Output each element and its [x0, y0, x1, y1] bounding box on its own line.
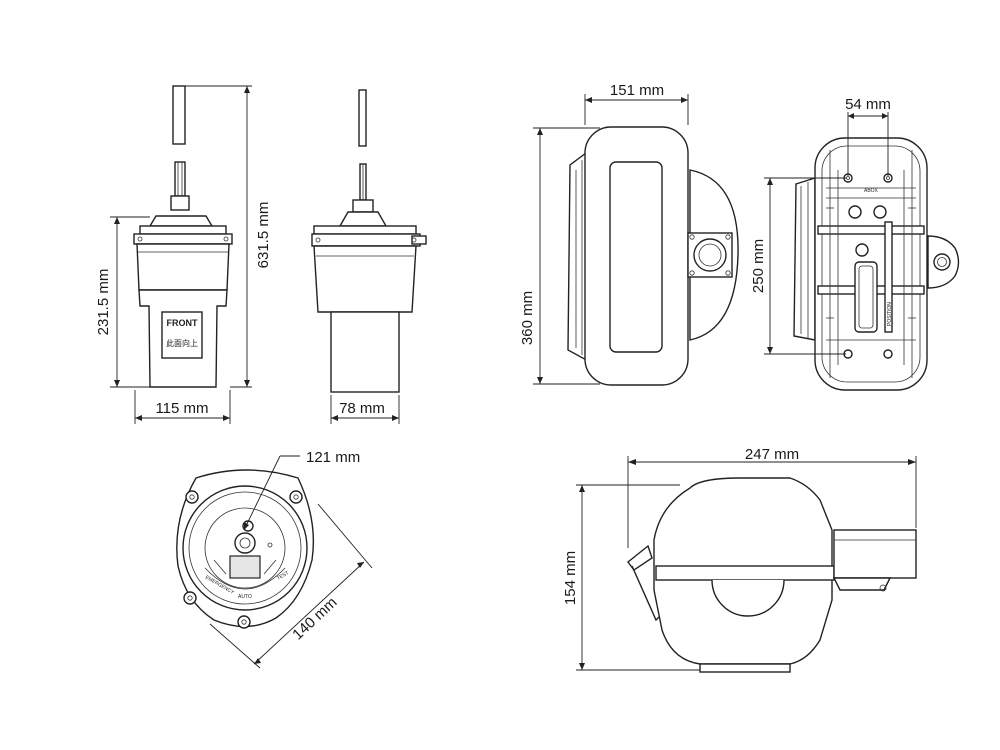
dim-profile-length: 247 mm — [745, 446, 799, 463]
mode-label-test: TEST — [276, 570, 290, 582]
dim-front-width: 115 mm — [155, 400, 208, 417]
side-upper-body — [313, 245, 417, 313]
round-view: EMERGENCY AUTO TEST 121 mm 140 mm — [176, 449, 373, 669]
dim-total-height: 631.5 mm — [255, 202, 272, 269]
antenna-tip — [172, 85, 186, 145]
profile-view: 247 mm 154 mm — [562, 446, 917, 673]
front-label-text: FRONT — [167, 318, 198, 328]
side-view: 78 mm — [311, 89, 427, 424]
side-top-cap — [338, 211, 388, 227]
round-ear-b — [237, 615, 251, 629]
side-flange — [311, 233, 421, 247]
antenna-mast — [174, 161, 186, 197]
profile-dome — [711, 579, 785, 617]
front-top-cap — [148, 215, 214, 227]
front-label-cjk: 此面向上 — [166, 338, 198, 348]
side-lower-body — [330, 311, 400, 393]
base-text-abox: ABOX — [864, 188, 879, 194]
dim-base-hole-spacing: 54 mm — [845, 96, 891, 113]
base-text-position: POSITION — [887, 302, 893, 326]
front-view: FRONT 此面向上 115 mm 231.5 mm 631.5 mm — [95, 85, 272, 424]
top-window — [609, 161, 663, 353]
round-ear-tr — [289, 490, 303, 504]
front-flange — [133, 233, 233, 245]
side-antenna-tip — [358, 89, 367, 147]
base-slot — [854, 261, 878, 333]
round-center-knob — [234, 532, 256, 554]
dim-profile-height: 154 mm — [562, 551, 579, 605]
mode-label-auto: AUTO — [238, 594, 252, 600]
profile-right-box — [833, 529, 917, 579]
dim-top-width: 151 mm — [610, 82, 664, 99]
base-view: POSITION ABOX 54 mm 250 mm — [750, 96, 960, 391]
front-label-plate — [161, 311, 203, 359]
dim-round-diameter: 140 mm — [289, 594, 340, 643]
dim-top-length: 360 mm — [519, 291, 536, 345]
round-ear-bl — [183, 591, 197, 605]
dim-side-width: 78 mm — [339, 400, 385, 417]
dim-front-height: 231.5 mm — [95, 269, 112, 336]
round-ear-tl — [185, 490, 199, 504]
dim-base-length: 250 mm — [750, 239, 767, 293]
top-view: 151 mm 360 mm — [519, 82, 739, 386]
dim-round-top-diameter: 121 mm — [306, 449, 360, 466]
front-upper-body — [136, 243, 230, 291]
